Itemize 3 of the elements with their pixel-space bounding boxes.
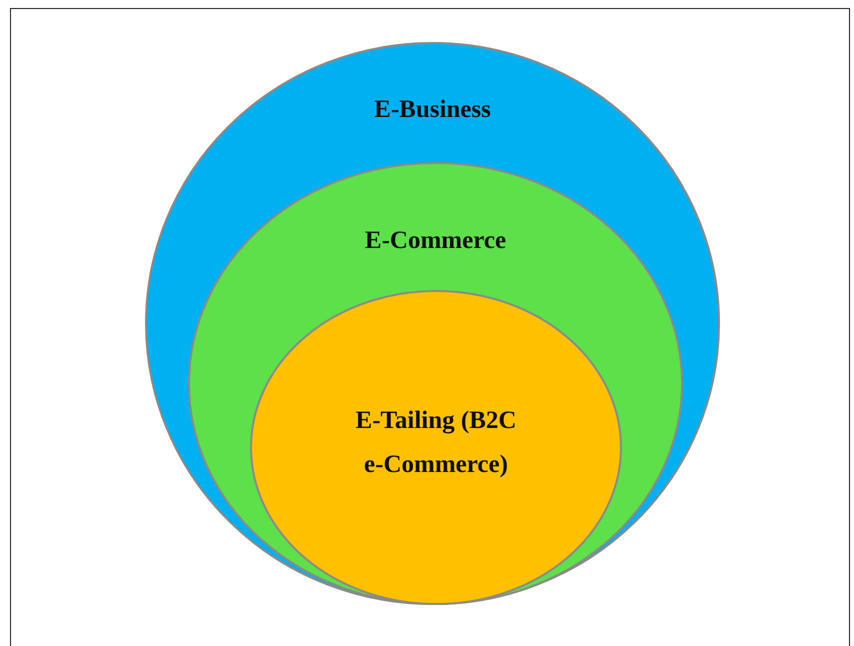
set-label: E-Commerce (364, 226, 508, 256)
set-label: E-Business (373, 95, 492, 125)
set-label: E-Tailing (B2C e-Commerce) (354, 406, 518, 480)
